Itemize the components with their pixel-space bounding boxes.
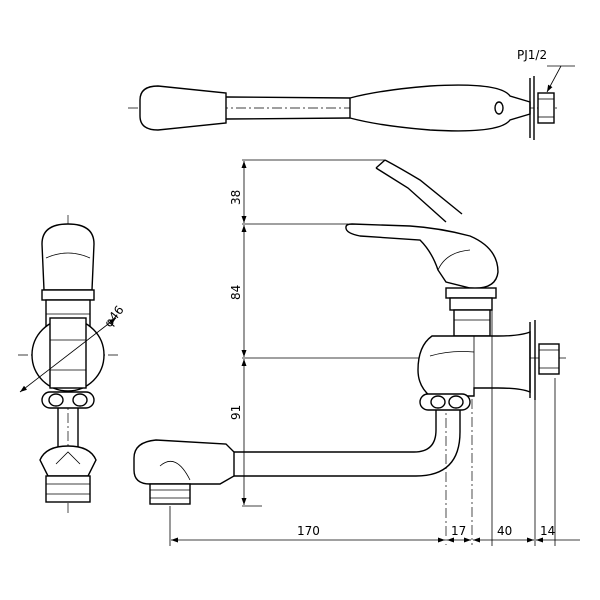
- top-view: PJ1/2: [128, 48, 575, 140]
- dim-91-label: 91: [229, 405, 243, 420]
- horizontal-dimensions: 170 17 40 14: [169, 300, 580, 546]
- dim-38-label: 38: [229, 190, 243, 205]
- diameter-label: φ46: [101, 303, 126, 330]
- vertical-dimensions: 38 84 91: [229, 161, 247, 505]
- side-view: [133, 159, 566, 545]
- dim-170-label: 170: [297, 524, 320, 538]
- dim-40-label: 40: [497, 524, 512, 538]
- dim-14-label: 14: [540, 524, 555, 538]
- pipe-thread-label: PJ1/2: [517, 48, 547, 62]
- front-view: φ46: [18, 215, 127, 515]
- dim-17-label: 17: [451, 524, 466, 538]
- dim-84-label: 84: [229, 285, 243, 300]
